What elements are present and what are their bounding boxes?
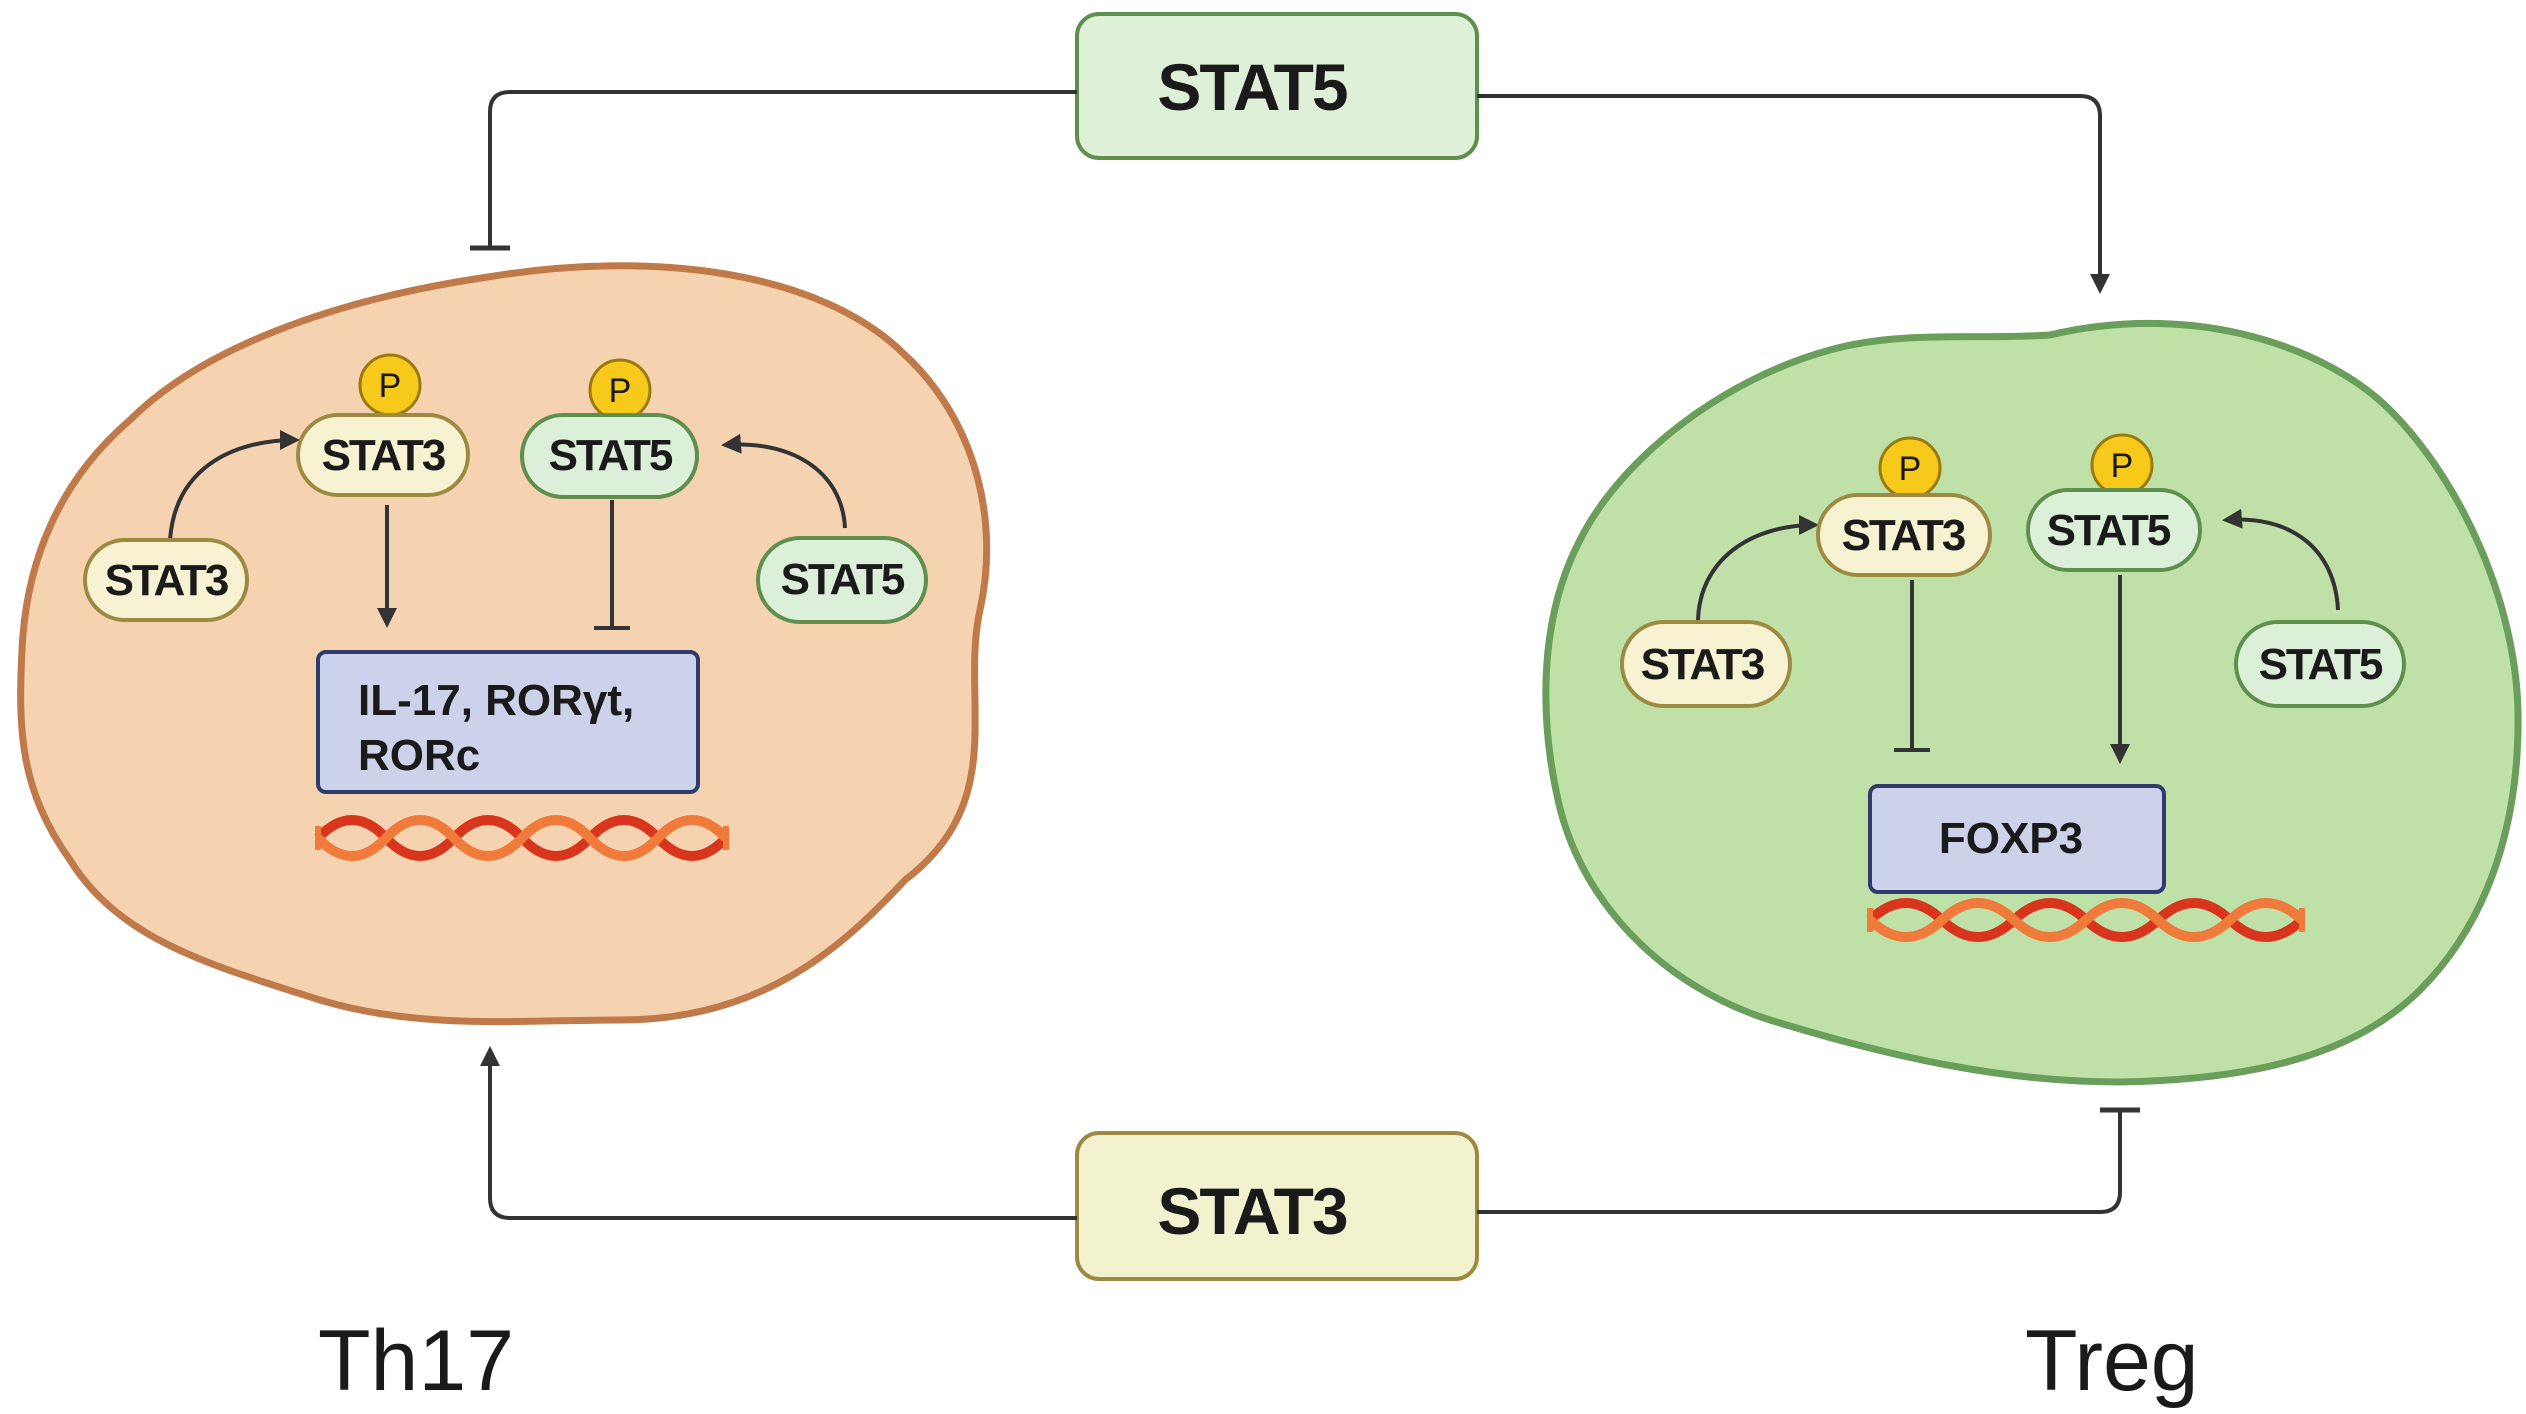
stat5-promotes-treg-line [1477, 94, 2110, 294]
treg-cell-membrane [1542, 320, 2522, 1086]
treg-cell: P STAT3 P STAT5 STAT3 STAT5 FOXP3 [1542, 320, 2522, 1086]
treg-stat5-activation-arrow [2222, 508, 2340, 611]
bottom-stat3-label: STAT3 [1157, 1174, 1347, 1248]
treg-foxp3-label: FOXP3 [1939, 814, 2083, 863]
treg-stat3-pill [1620, 620, 1792, 708]
th17-target-genes-line1: IL-17, RORγt, [358, 676, 634, 725]
bottom-stat3-regulator: STAT3 [1075, 1131, 1479, 1281]
stat3-promotes-th17-line [480, 1046, 1077, 1220]
stat3-inhibits-treg-line [1477, 1110, 2122, 1214]
th17-title: Th17 [318, 1313, 514, 1409]
treg-foxp3-box [1868, 784, 2166, 894]
treg-phospho-stat5-label: STAT5 [2047, 506, 2171, 555]
treg-title: Treg [2025, 1313, 2199, 1409]
th17-phospho-stat5-pill [520, 413, 699, 499]
th17-phospho-stat3-p-label: P [379, 367, 402, 405]
treg-stat3-label: STAT3 [1641, 640, 1764, 689]
th17-target-genes-box [316, 650, 700, 794]
th17-stat3-label: STAT3 [105, 556, 228, 605]
treg-stat5-pill [2234, 620, 2406, 708]
treg-phospho-stat3-p-label: P [1899, 450, 1922, 488]
top-stat5-box [1075, 12, 1479, 160]
treg-stat3-activation-arrow [1696, 515, 1819, 621]
th17-cell: P STAT3 P STAT5 STAT3 STAT5 IL-17, RORγt… [17, 262, 991, 1026]
th17-phospho-stat5-label: STAT5 [549, 431, 673, 480]
treg-phospho-stat3-label: STAT3 [1842, 511, 1965, 560]
treg-stat5-label: STAT5 [2259, 640, 2383, 689]
th17-dna-helix-icon [314, 815, 730, 861]
treg-dna-helix-icon [1866, 898, 2306, 942]
top-stat5-label: STAT5 [1157, 50, 1347, 124]
th17-stat5-activation-arrow [721, 433, 847, 529]
bottom-stat3-box [1075, 1131, 1479, 1281]
stat5-inhibits-th17-line [488, 90, 1077, 246]
treg-phospho-stat5-p-label: P [2111, 447, 2134, 485]
th17-phospho-stat5-p-label: P [609, 372, 632, 410]
th17-stat3-pill [83, 538, 249, 622]
th17-stat5-pill [756, 536, 928, 624]
th17-phospho-stat3-label: STAT3 [322, 431, 445, 480]
treg-phospho-stat5-pill [2026, 488, 2202, 572]
th17-stat5-label: STAT5 [781, 555, 905, 604]
th17-cell-membrane [17, 262, 991, 1026]
top-stat5-regulator: STAT5 [1075, 12, 1479, 160]
th17-stat3-activation-arrow [168, 430, 300, 541]
th17-target-genes-line2: RORc [358, 731, 480, 780]
treg-phospho-stat3-pill [1816, 493, 1992, 577]
th17-phospho-stat3-pill [296, 413, 470, 497]
